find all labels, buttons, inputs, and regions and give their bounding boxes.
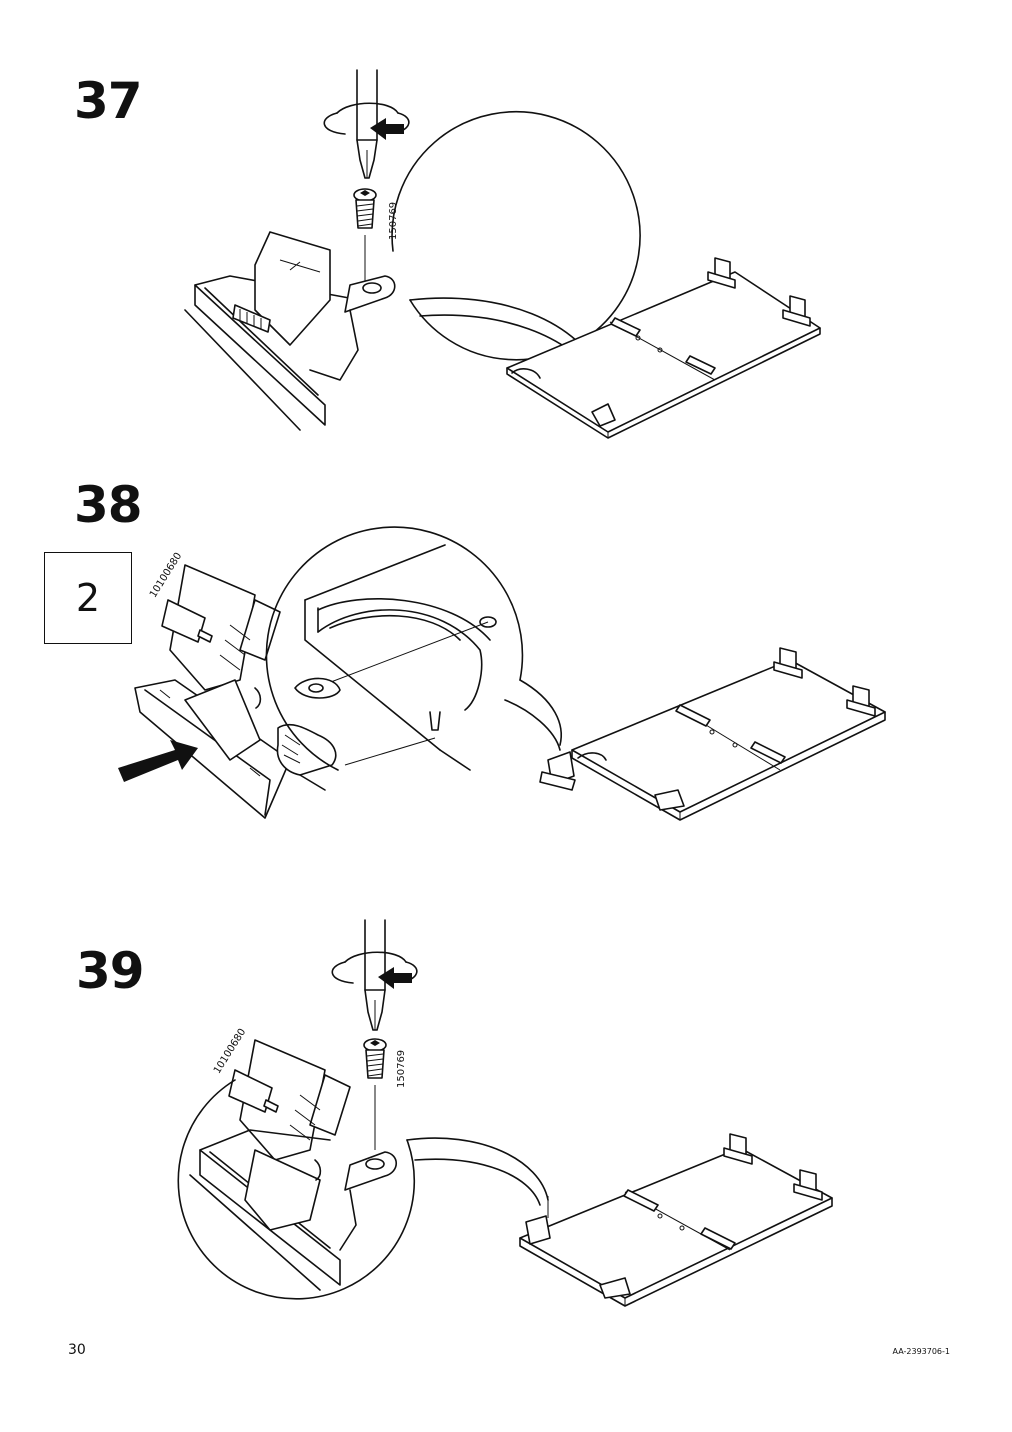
- step-38-illustration: [118, 526, 886, 821]
- hinge-icon: [591, 257, 811, 427]
- screw-icon: [353, 188, 377, 290]
- step-number-37: 37: [74, 72, 143, 130]
- panel-icon: [519, 1133, 833, 1307]
- step-number-38: 38: [74, 476, 143, 534]
- hinge-icon: [161, 564, 281, 691]
- step-number-39: 39: [76, 942, 145, 1000]
- hinge-icon: [539, 647, 876, 811]
- push-arrow-icon: [118, 740, 198, 782]
- hand-icon: [276, 723, 337, 791]
- rotate-arrow-icon: [331, 951, 418, 989]
- rotate-arrow-icon: [323, 102, 410, 140]
- step-37-illustration: [184, 69, 821, 439]
- hinge-icon: [228, 1039, 351, 1161]
- step-39-illustration: [177, 919, 833, 1307]
- quantity-box: 2: [44, 552, 132, 644]
- detail-circle-38: [265, 526, 562, 771]
- quantity-value: 2: [75, 576, 101, 620]
- detail-circle-39: [177, 1079, 549, 1300]
- detail-circle-37: [184, 110, 641, 431]
- screw-icon: [363, 1038, 387, 1150]
- document-code: AA-2393706-1: [892, 1347, 950, 1356]
- panel-icon: [506, 257, 821, 439]
- hinge-icon: [525, 1133, 823, 1299]
- screwdriver-icon: [356, 69, 378, 179]
- panel-icon: [539, 647, 886, 821]
- page-number: 30: [68, 1342, 86, 1358]
